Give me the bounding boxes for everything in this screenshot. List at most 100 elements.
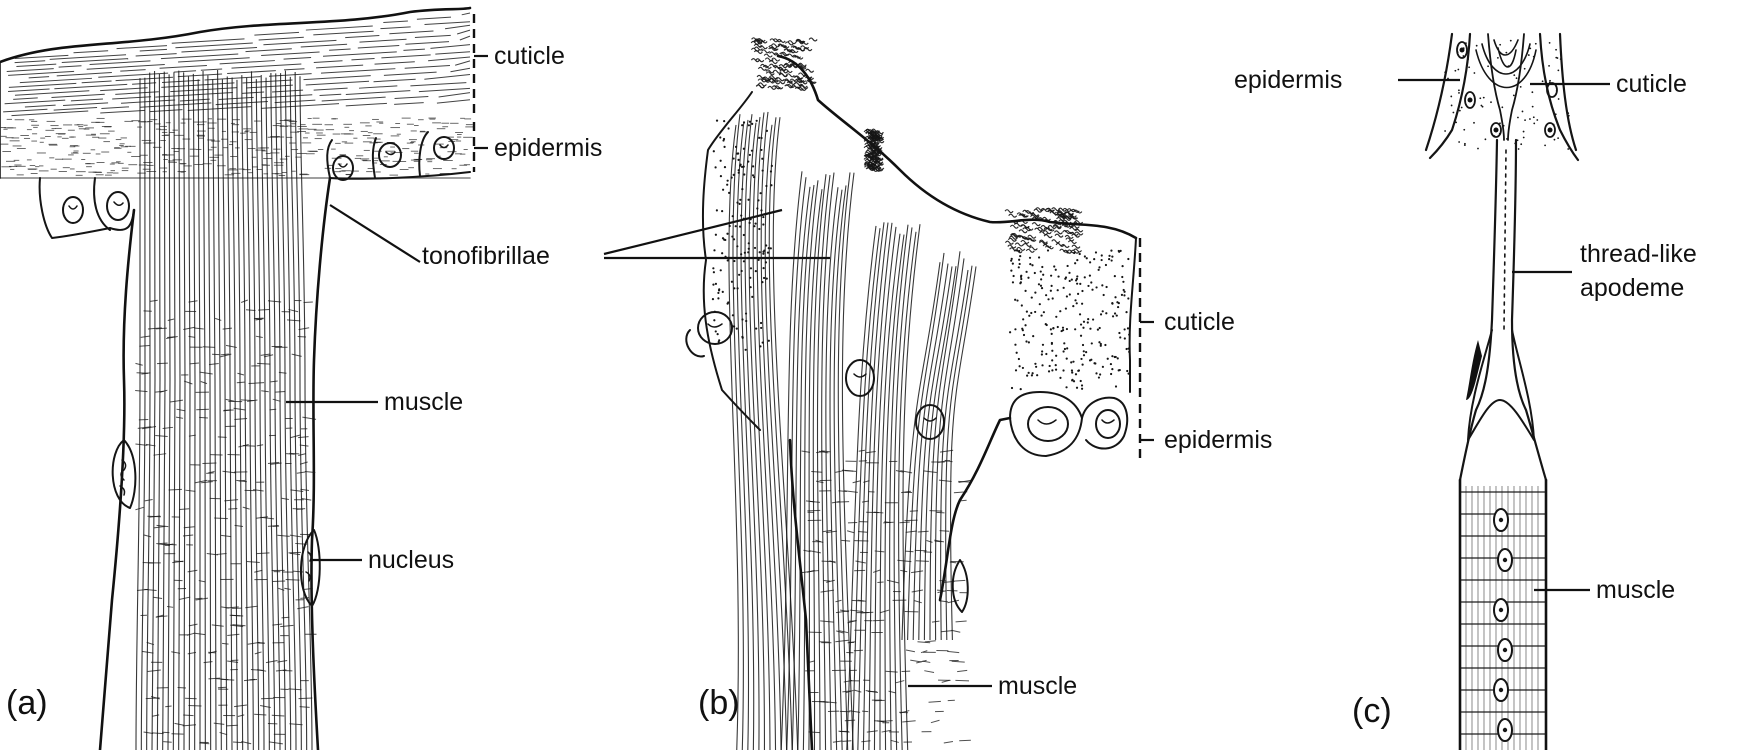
striation-mark — [212, 625, 224, 626]
tonofibril — [163, 72, 165, 750]
tonofibril — [834, 185, 846, 750]
striation-mark — [247, 561, 260, 562]
cuticle-dot — [1089, 359, 1091, 361]
cuticle-dot — [717, 297, 719, 299]
striation-mark — [257, 445, 263, 446]
striation-mark — [228, 508, 237, 509]
cuticle-dot — [754, 222, 756, 224]
fan-dot — [1513, 74, 1515, 76]
cuticle-stratum — [394, 103, 424, 105]
cuticle-dot — [1081, 290, 1083, 292]
cuticle-dot — [1046, 324, 1048, 326]
striation-mark — [835, 640, 848, 641]
cuticle-stratum — [29, 77, 49, 78]
cuticle-dot — [1114, 275, 1116, 277]
fan-dot — [1523, 137, 1525, 139]
cuticle-dot — [1082, 327, 1084, 329]
cuticle-dot — [713, 319, 715, 321]
cuticle-dot — [722, 291, 724, 293]
cuticle-dot — [1042, 274, 1044, 276]
cuticle-dot — [1074, 262, 1076, 264]
striation-mark — [239, 480, 245, 481]
cuticle-stratum — [272, 90, 303, 92]
cuticle-dot — [1014, 344, 1016, 346]
striation-mark — [178, 687, 186, 688]
cuticle-dot — [1053, 265, 1055, 267]
cuticle-dot — [762, 223, 764, 225]
cuticle-dot — [1123, 294, 1125, 296]
cuticle-dot — [1118, 369, 1120, 371]
cuticle-dot — [1090, 281, 1092, 283]
cuticle-dot — [1057, 326, 1059, 328]
striation-mark — [203, 347, 215, 348]
crust-mark — [1029, 247, 1037, 250]
tonofibril — [157, 74, 160, 750]
cuticle-dot — [726, 184, 728, 186]
striation-mark — [159, 543, 167, 544]
cuticle-dot — [1071, 379, 1073, 381]
cuticle-dot — [1014, 299, 1016, 301]
fan-dot — [1568, 115, 1570, 117]
cuticle-dot — [1104, 344, 1106, 346]
cuticle-dot — [1111, 368, 1113, 370]
cuticle-dot — [1126, 348, 1128, 350]
cuticle-dot — [1018, 259, 1020, 261]
cuticle-dot — [1095, 372, 1097, 374]
panel-c-muscle-label: muscle — [1596, 576, 1675, 604]
fan-dot — [1505, 52, 1507, 54]
striation-mark — [152, 733, 164, 734]
cuticle-dot — [1057, 289, 1059, 291]
cuticle-dot — [751, 296, 753, 298]
cuticle-dot — [755, 270, 757, 272]
tonofibril — [285, 71, 296, 750]
fan-dot — [1567, 112, 1569, 114]
cuticle-stratum — [71, 99, 103, 101]
cuticle-dot — [712, 267, 714, 269]
tonofibril — [173, 72, 175, 750]
striation-mark — [824, 580, 830, 581]
nucleolus — [1503, 648, 1507, 652]
tonofibril — [198, 79, 200, 750]
cuticle-stratum — [359, 86, 397, 88]
cuticle-dot — [1111, 355, 1113, 357]
cuticle-dot — [713, 150, 715, 152]
striation-mark — [280, 625, 293, 626]
striation-mark — [234, 705, 247, 707]
striation-mark — [215, 318, 221, 320]
tonofibril — [213, 79, 216, 750]
cuticle-dot — [1110, 373, 1112, 375]
cuticle-dot — [1019, 263, 1021, 265]
striation-mark — [222, 643, 228, 644]
striation-mark — [168, 319, 174, 321]
cuticle-stratum — [254, 32, 299, 35]
fan-dot — [1556, 90, 1558, 92]
cuticle-stratum — [417, 17, 451, 19]
striation-mark — [189, 624, 198, 626]
striation-mark — [287, 320, 300, 321]
striation-mark — [914, 601, 921, 603]
cuticle-dot — [1084, 255, 1086, 257]
striation-mark — [939, 480, 952, 481]
striation-mark — [153, 597, 162, 598]
cuticle-dot — [1066, 347, 1068, 349]
cuticle-dot — [713, 271, 715, 273]
cuticle-dot — [1040, 278, 1042, 280]
cuticle-dot — [1036, 374, 1038, 376]
cuticle-dot — [1128, 373, 1130, 375]
panel-a-label: (a) — [6, 684, 48, 722]
cuticle-stratum — [316, 65, 363, 68]
cuticle-dot — [1115, 385, 1117, 387]
cuticle-dot — [1098, 341, 1100, 343]
cuticle-dot — [1055, 369, 1057, 371]
striation-mark — [269, 742, 283, 744]
panel-b-label: (b) — [698, 684, 740, 722]
cuticle-dot — [1068, 272, 1070, 274]
panel-c-apodeme-label-line1: thread-like — [1580, 240, 1697, 268]
fan-dot — [1465, 42, 1467, 44]
cuticle-dot — [1059, 310, 1061, 312]
striation-mark — [855, 561, 865, 563]
panel-c-apodeme — [1460, 140, 1546, 480]
tonofibril — [208, 75, 211, 750]
fan-dot — [1555, 49, 1557, 51]
